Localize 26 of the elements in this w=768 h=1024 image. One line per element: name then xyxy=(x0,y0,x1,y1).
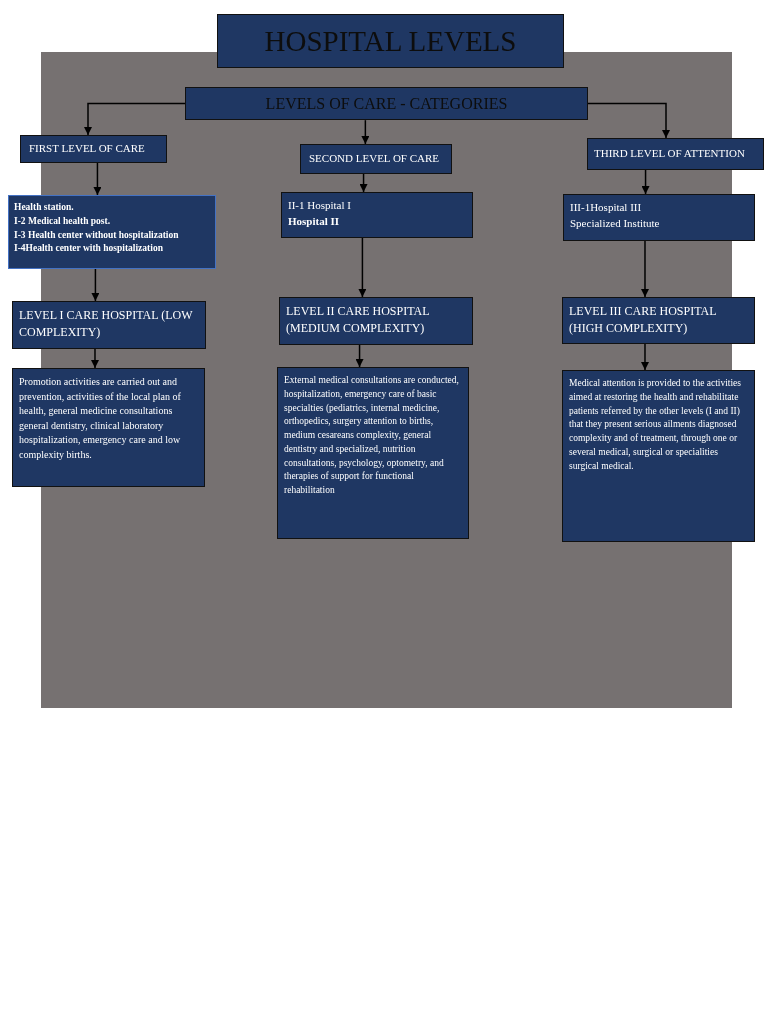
list-box: Health station. I-2 Medical health post. I-3 Health center without hospitalization I-4Health center with hospitalization xyxy=(8,195,216,269)
arrow xyxy=(361,119,370,145)
level-box: THIRD LEVEL OF ATTENTION xyxy=(587,138,764,170)
level-box: LEVEL II CARE HOSPITAL (MEDIUM COMPLEXITY) xyxy=(279,297,473,345)
arrow xyxy=(91,268,100,302)
level-box: III-1Hospital III Specialized Institute xyxy=(563,194,755,241)
arrow xyxy=(93,162,102,196)
description-box: Medical attention is provided to the activities aimed at restoring the health and rehabilitate patients referred by the other levels (I and II) that they present serious ailments diagnosed complexity and of treatment, through one or several medical, surgical or specialities surgical medical. xyxy=(562,370,755,542)
description-box: Promotion activities are carried out and prevention, activities of the local plan of health, general medicine consultations general dentistry, clinical laboratory hospitalization, emergency care and low complexity births. xyxy=(12,368,205,487)
arrow xyxy=(84,102,186,136)
level-box: II-1 Hospital I Hospital II xyxy=(281,192,473,238)
arrow xyxy=(587,102,670,139)
arrow xyxy=(641,169,650,195)
level-box: LEVEL III CARE HOSPITAL (HIGH COMPLEXITY) xyxy=(562,297,755,344)
arrow xyxy=(358,237,367,298)
arrow xyxy=(355,344,364,368)
level-box: SECOND LEVEL OF CARE xyxy=(300,144,452,174)
level-box: LEVEL I CARE HOSPITAL (LOW COMPLEXITY) xyxy=(12,301,206,349)
arrow xyxy=(641,343,649,371)
description-box: External medical consultations are conducted, hospitalization, emergency care of basic specialties (pediatrics, internal medicine, orthopedics, surgery attention to births, medium cesareans complexity, general dentistry and specialized, nutrition consultations, psychology, optometry, and therapies of support for functional rehabilitation xyxy=(277,367,469,539)
category-box: LEVELS OF CARE - CATEGORIES xyxy=(185,87,588,121)
arrow xyxy=(641,240,649,298)
arrow xyxy=(91,348,99,369)
level-box: FIRST LEVEL OF CARE xyxy=(20,135,167,163)
title-box: HOSPITAL LEVELS xyxy=(217,14,564,68)
arrow xyxy=(359,173,368,193)
